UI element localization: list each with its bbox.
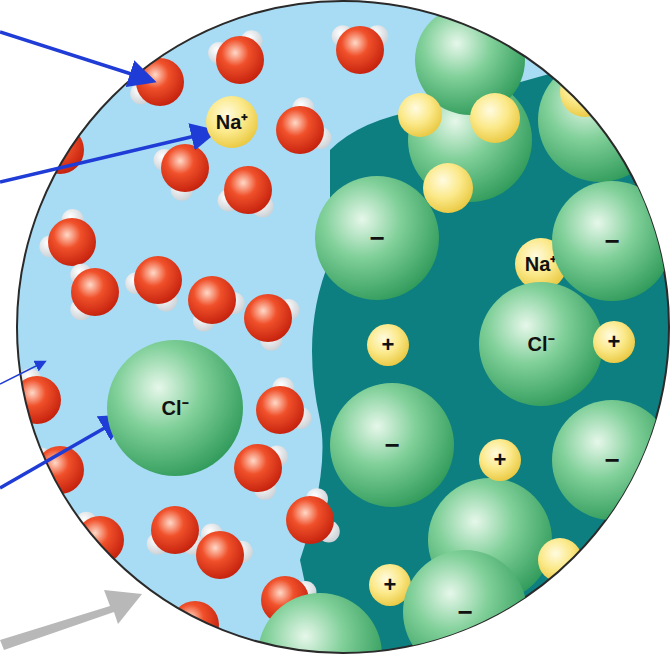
ion-outline [330,383,454,507]
hydrogen-atom [22,528,44,550]
chloride-ion: − [552,181,671,301]
ion-label: Na⁺ [525,254,558,274]
sodium-ion: + [593,321,635,363]
chloride-ion: − [403,550,527,654]
oxygen-atom [13,376,61,424]
ion-label: − [369,225,384,251]
oxygen-atom [106,0,154,44]
ion-label: − [384,432,399,458]
ion-label: + [608,331,621,353]
chloride-ion: Cl⁻ [107,340,243,476]
oxygen-atom [276,106,324,154]
oxygen-atom [216,36,264,84]
chloride-ion: Cl⁻ [479,282,603,406]
ion-label: + [384,574,397,596]
ion-label: + [382,334,395,356]
ion-label: Cl⁻ [528,334,555,354]
ion-label: − [604,447,619,473]
chloride-ion [538,58,662,182]
hydrogen-atom [94,645,116,654]
oxygen-atom [16,536,64,584]
sodium-ion [470,93,520,143]
ion-outline [552,181,671,301]
sodium-ion: Na⁺ [206,96,258,148]
oxygen-atom [234,444,282,492]
ion-label: Na⁺ [216,112,249,132]
chloride-ion: − [315,176,439,300]
ion-label: − [604,228,619,254]
chloride-ion: − [552,400,671,520]
ion-outline [479,439,521,481]
ion-outline [593,321,635,363]
ion-outline [403,550,527,654]
oxygen-atom [96,616,144,654]
hydrogen-atom [128,639,150,654]
sodium-ion [538,538,582,582]
chloride-ion: − [330,383,454,507]
sodium-ion [398,93,442,137]
oxygen-atom [136,58,184,106]
sodium-ion [518,0,562,37]
sodium-ion: + [479,439,521,481]
ion-outline [107,340,243,476]
oxygen-atom [134,256,182,304]
ion-outline [479,282,603,406]
chloride-ion [578,528,671,652]
hydrogen-atom [141,6,163,28]
ion-outline [367,324,409,366]
ion-outline [206,96,258,148]
oxygen-atom [188,276,236,324]
ion-outline [315,176,439,300]
oxygen-atom [48,218,96,266]
sodium-ion: + [367,324,409,366]
ion-label: − [457,599,472,625]
hydrogen-atom [10,561,32,583]
sodium-ion [423,163,473,213]
ion-label: Cl⁻ [162,398,189,418]
oxygen-atom [161,144,209,192]
oxygen-atom [256,386,304,434]
oxygen-atom [71,268,119,316]
oxygen-atom [196,531,244,579]
oxygen-atom [244,294,292,342]
oxygen-atom [336,26,384,74]
oxygen-atom [224,166,272,214]
chloride-ion [258,593,382,654]
ion-label: + [494,449,507,471]
chloride-ion [598,0,671,92]
hydrogen-atom [192,634,214,654]
hydrogen-atom [46,117,68,139]
hydrogen-atom [29,147,51,169]
oxygen-atom [151,506,199,554]
hydrogen-atom [162,617,184,639]
hydrogen-atom [75,546,97,568]
ion-outline [552,400,671,520]
hydrogen-atom [111,0,133,11]
oxygen-atom [286,496,334,544]
